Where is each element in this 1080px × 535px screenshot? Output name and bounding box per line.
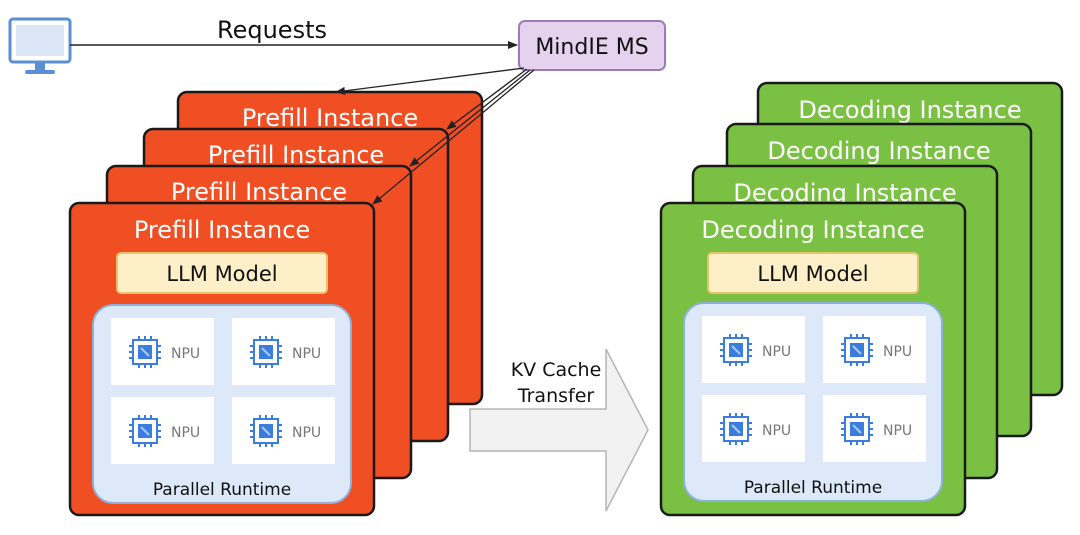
prefill-stack: Prefill Instance Prefill Instance Prefil…	[68, 90, 484, 517]
decoding-npu-1-label: NPU	[762, 344, 791, 360]
decoding-card-3-title: Decoding Instance	[767, 137, 990, 165]
decoding-npu-2: NPU	[823, 316, 926, 383]
decoding-card-1-title: Decoding Instance	[701, 216, 924, 244]
chip-icon	[840, 412, 874, 446]
prefill-npu-3-label: NPU	[171, 425, 200, 441]
chip-icon	[128, 335, 162, 369]
prefill-card-4-title: Prefill Instance	[242, 104, 418, 132]
monitor-icon	[8, 17, 72, 74]
decoding-npu-4-label: NPU	[883, 423, 912, 439]
decoding-model-label: LLM Model	[757, 262, 868, 286]
chip-icon	[249, 335, 283, 369]
chip-icon	[840, 333, 874, 367]
decoding-npu-3-label: NPU	[762, 423, 791, 439]
chip-icon	[719, 412, 753, 446]
decoding-runtime-label: Parallel Runtime	[744, 478, 882, 498]
decoding-npu-2-label: NPU	[883, 344, 912, 360]
prefill-card-3-title: Prefill Instance	[208, 141, 384, 169]
chip-icon	[128, 414, 162, 448]
router-label: MindIE MS	[535, 35, 648, 60]
decoding-card-4-title: Decoding Instance	[798, 96, 1021, 124]
prefill-npu-1-label: NPU	[171, 346, 200, 362]
chip-icon	[249, 414, 283, 448]
prefill-npu-1: NPU	[111, 318, 214, 385]
decoding-model-box	[707, 252, 919, 294]
prefill-model-box	[116, 252, 328, 294]
kv-transfer-arrow: KV Cache Transfer	[469, 348, 649, 512]
chip-icon	[719, 333, 753, 367]
kv-transfer-label-1: KV Cache	[511, 359, 602, 381]
prefill-npu-3: NPU	[111, 397, 214, 464]
router-box: MindIE MS	[518, 20, 666, 71]
decoding-stack: Decoding Instance Decoding Instance Deco…	[659, 81, 1064, 517]
prefill-npu-4-label: NPU	[292, 425, 321, 441]
decoding-npu-4: NPU	[823, 395, 926, 462]
prefill-npu-2: NPU	[232, 318, 335, 385]
prefill-runtime-label: Parallel Runtime	[153, 480, 291, 500]
prefill-model-label: LLM Model	[166, 262, 277, 286]
decoding-npu-3: NPU	[702, 395, 805, 462]
requests-label: Requests	[217, 16, 327, 44]
prefill-npu-4: NPU	[232, 397, 335, 464]
prefill-card-2-title: Prefill Instance	[171, 178, 347, 206]
prefill-card-1-title: Prefill Instance	[134, 216, 310, 244]
prefill-npu-2-label: NPU	[292, 346, 321, 362]
decoding-npu-1: NPU	[702, 316, 805, 383]
kv-transfer-label-2: Transfer	[517, 385, 595, 407]
dispatch-arrows	[335, 67, 535, 205]
